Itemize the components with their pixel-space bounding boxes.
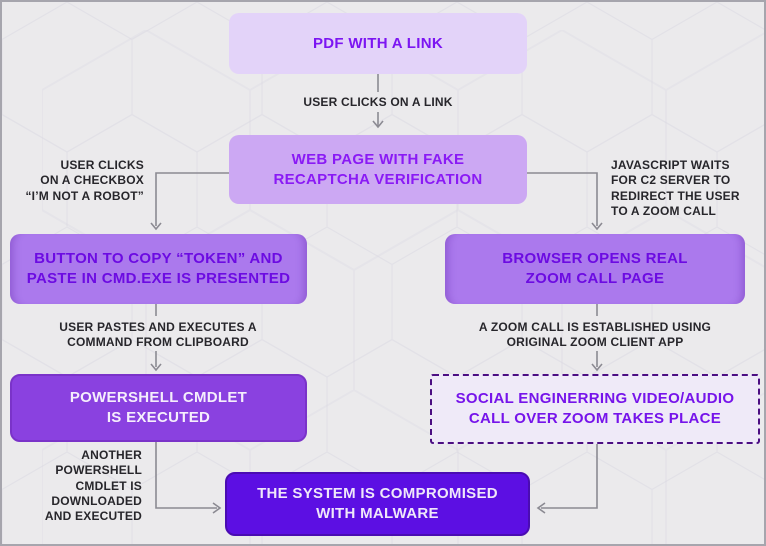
arrowhead-left-icon xyxy=(536,502,546,514)
edge-label-zoom-established: A ZOOM CALL IS ESTABLISHED USING ORIGINA… xyxy=(478,320,712,350)
node-browser-opens-zoom-label: BROWSER OPENS REAL ZOOM CALL PAGE xyxy=(502,250,688,287)
node-powershell-cmdlet: POWERSHELL CMDLET IS EXECUTED xyxy=(10,374,307,442)
node-copy-token-label: BUTTON TO COPY “TOKEN” AND PASTE IN CMD.… xyxy=(26,250,291,287)
node-fake-recaptcha-label: WEB PAGE WITH FAKE RECAPTCHA VERIFICATIO… xyxy=(273,150,483,188)
node-powershell-label: POWERSHELL CMDLET IS EXECUTED xyxy=(69,389,248,426)
node-social-engineering-label: SOCIAL ENGINERRING VIDEO/AUDIO CALL OVER… xyxy=(455,390,735,427)
arrowhead-down-icon xyxy=(372,120,384,129)
arrowhead-right-icon xyxy=(212,502,222,514)
edge-ps-to-final xyxy=(155,442,217,509)
edge-label-another-cmdlet: ANOTHER POWERSHELL CMDLET IS DOWNLOADED … xyxy=(44,448,142,524)
edge-label-user-clicks-checkbox: USER CLICKS ON A CHECKBOX “I’M NOT A ROB… xyxy=(25,158,144,203)
node-system-compromised-label: THE SYSTEM IS COMPROMISED WITH MALWARE xyxy=(257,485,498,522)
node-pdf-label: PDF WITH A LINK xyxy=(312,34,444,52)
arrowhead-down-icon xyxy=(591,363,603,372)
node-social-engineering-call: SOCIAL ENGINERRING VIDEO/AUDIO CALL OVER… xyxy=(430,374,760,444)
arrowhead-down-icon xyxy=(591,222,603,231)
node-pdf-with-link: PDF WITH A LINK xyxy=(229,13,527,74)
arrowhead-down-icon xyxy=(150,363,162,372)
node-copy-token-button: BUTTON TO COPY “TOKEN” AND PASTE IN CMD.… xyxy=(10,234,307,304)
edge-web-to-copy xyxy=(155,172,229,226)
node-browser-opens-zoom: BROWSER OPENS REAL ZOOM CALL PAGE xyxy=(445,234,745,304)
edge-label-user-pastes: USER PASTES AND EXECUTES A COMMAND FROM … xyxy=(59,320,257,350)
edge-label-user-clicks-link: USER CLICKS ON A LINK xyxy=(303,95,453,109)
edge-social-to-final xyxy=(541,444,598,509)
edge-web-to-zoom xyxy=(527,172,598,226)
node-fake-recaptcha-page: WEB PAGE WITH FAKE RECAPTCHA VERIFICATIO… xyxy=(229,135,527,204)
edge-label-javascript-waits: JAVASCRIPT WAITS FOR C2 SERVER TO REDIRE… xyxy=(611,158,740,219)
arrowhead-down-icon xyxy=(150,222,162,231)
node-system-compromised: THE SYSTEM IS COMPROMISED WITH MALWARE xyxy=(225,472,530,536)
